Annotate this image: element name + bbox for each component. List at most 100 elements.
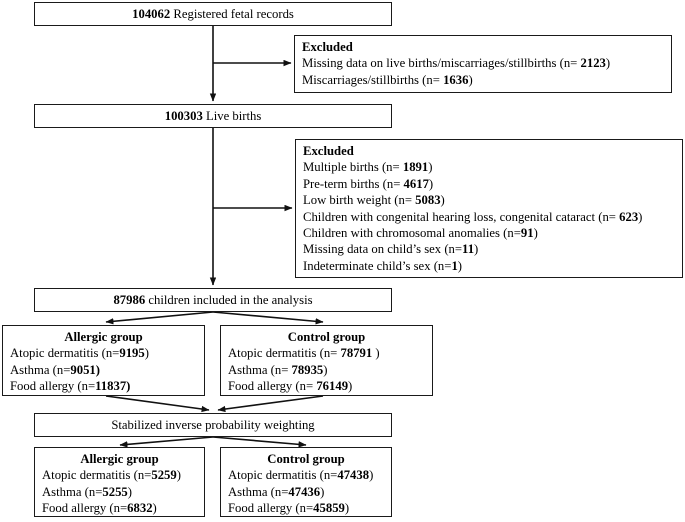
control-group-1-item: Atopic dermatitis (n= 78791 ) bbox=[228, 345, 425, 361]
allergic-group-2-item-value: 5259 bbox=[151, 468, 177, 483]
excluded-2-item-text: Multiple births (n= bbox=[303, 160, 403, 175]
control-group-2-item-value: 47436 bbox=[288, 484, 321, 499]
excluded-1-item-value: 2123 bbox=[580, 56, 606, 71]
control-group-2-item-text: Asthma (n= bbox=[228, 484, 289, 499]
excluded-2-item: Multiple births (n= 1891) bbox=[303, 159, 675, 175]
excluded-2-item-text: Pre-term births (n= bbox=[303, 176, 404, 191]
excluded-1-item-text: Miscarriages/stillbirths (n= bbox=[302, 72, 444, 87]
allergic-group-1-item-suffix: ) bbox=[144, 346, 149, 361]
included-count: 87986 bbox=[113, 293, 146, 307]
excluded-2-item-suffix: ) bbox=[638, 209, 643, 224]
excluded-2-item-text: Indeterminate child’s sex (n= bbox=[303, 258, 452, 273]
excluded-2-item-suffix: ) bbox=[533, 226, 538, 241]
excluded-2-item-suffix: ) bbox=[428, 160, 433, 175]
control-group-1-item-value: 78935 bbox=[291, 362, 324, 377]
allergic-group-2-item: Food allergy (n=6832) bbox=[42, 500, 197, 516]
allergic-group-2-title: Allergic group bbox=[80, 452, 159, 466]
excluded-2-item-value: 5083 bbox=[415, 193, 441, 208]
control-group-2-item: Food allergy (n=45859) bbox=[228, 500, 384, 516]
node-allergic-group-unweighted: Allergic group Atopic dermatitis (n=9195… bbox=[2, 325, 205, 396]
excluded-2-item: Missing data on child’s sex (n=11) bbox=[303, 241, 675, 257]
control-group-2-item: Asthma (n=47436) bbox=[228, 484, 384, 500]
excluded-2-item: Children with congenital hearing loss, c… bbox=[303, 209, 675, 225]
control-group-1-item-text: Atopic dermatitis (n= bbox=[228, 346, 341, 361]
excluded-2-item-value: 1891 bbox=[402, 160, 429, 175]
control-group-1-item-suffix: ) bbox=[323, 362, 328, 377]
allergic-group-1-item-text: Atopic dermatitis (n= bbox=[10, 346, 120, 361]
excluded-2-item-text: Low birth weight (n= bbox=[303, 193, 416, 208]
control-group-1-item: Food allergy (n= 76149) bbox=[228, 378, 425, 394]
control-group-2-item: Atopic dermatitis (n=47438) bbox=[228, 467, 384, 483]
excluded-2-heading: Excluded bbox=[303, 144, 354, 158]
allergic-group-1-item: Asthma (n=9051) bbox=[10, 362, 197, 378]
live-births-label: Live births bbox=[202, 109, 262, 123]
control-group-1-item-value: 78791 bbox=[340, 346, 373, 361]
control-group-2-item-suffix: ) bbox=[344, 501, 350, 516]
allergic-group-2-item-suffix: ) bbox=[152, 501, 157, 516]
allergic-group-1-title: Allergic group bbox=[64, 330, 143, 344]
excluded-1-item-suffix: ) bbox=[468, 72, 473, 87]
control-group-1-item-suffix: ) bbox=[372, 346, 380, 361]
control-group-2-item-value: 47438 bbox=[337, 468, 370, 483]
control-group-2-item-text: Food allergy (n= bbox=[228, 501, 314, 516]
node-control-group-weighted: Control group Atopic dermatitis (n=47438… bbox=[220, 447, 392, 517]
excluded-2-item-text: Children with congenital hearing loss, c… bbox=[303, 209, 620, 224]
allergic-group-1-item-value: 11837) bbox=[95, 379, 131, 394]
registered-label: Registered fetal records bbox=[170, 7, 294, 21]
control-group-1-title: Control group bbox=[287, 330, 366, 344]
allergic-group-2-item-text: Food allergy (n= bbox=[42, 501, 128, 516]
allergic-group-1-item-value: 9195 bbox=[119, 346, 145, 361]
allergic-group-1-item: Food allergy (n=11837) bbox=[10, 378, 197, 394]
excluded-1-item-value: 1636 bbox=[443, 72, 469, 87]
allergic-group-2-item-suffix: ) bbox=[176, 468, 181, 483]
node-allergic-group-weighted: Allergic group Atopic dermatitis (n=5259… bbox=[34, 447, 205, 517]
node-live-births: 100303 Live births bbox=[34, 104, 392, 128]
included-label: children included in the analysis bbox=[145, 293, 313, 307]
excluded-1-item-text: Missing data on live births/miscarriages… bbox=[302, 56, 581, 71]
excluded-2-item-value: 1 bbox=[451, 258, 458, 273]
allergic-group-2-item: Atopic dermatitis (n=5259) bbox=[42, 467, 197, 483]
registered-count: 104062 bbox=[132, 7, 171, 21]
live-births-text: 100303 Live births bbox=[42, 108, 384, 124]
allergic-group-1-item-text: Food allergy (n= bbox=[10, 379, 96, 394]
control-group-2-title: Control group bbox=[267, 452, 345, 466]
weighting-label: Stabilized inverse probability weighting bbox=[111, 418, 315, 432]
allergic-group-2-item-text: Asthma (n= bbox=[42, 484, 103, 499]
node-excluded-2: Excluded Multiple births (n= 1891) Pre-t… bbox=[295, 139, 683, 278]
excluded-2-item: Pre-term births (n= 4617) bbox=[303, 176, 675, 192]
allergic-group-2-item-value: 5255 bbox=[102, 484, 128, 499]
excluded-2-item: Children with chromosomal anomalies (n=9… bbox=[303, 225, 675, 241]
excluded-2-item-value: 4617 bbox=[403, 176, 429, 191]
live-births-count: 100303 bbox=[164, 109, 203, 123]
node-control-group-unweighted: Control group Atopic dermatitis (n= 7879… bbox=[220, 325, 433, 396]
control-group-1-item-text: Asthma (n= bbox=[228, 362, 292, 377]
included-text: 87986 children included in the analysis bbox=[42, 292, 384, 308]
allergic-group-1-item-text: Asthma (n= bbox=[10, 362, 71, 377]
excluded-2-item-suffix: ) bbox=[457, 258, 463, 273]
control-group-1-item-value: 76149 bbox=[316, 379, 349, 394]
allergic-group-2-item: Asthma (n=5255) bbox=[42, 484, 197, 500]
excluded-2-item-suffix: ) bbox=[440, 193, 445, 208]
excluded-2-item-text: Children with chromosomal anomalies (n= bbox=[303, 226, 521, 241]
allergic-group-1-item-value: 9051) bbox=[70, 362, 100, 377]
excluded-2-item: Indeterminate child’s sex (n=1) bbox=[303, 258, 675, 274]
excluded-1-item: Missing data on live births/miscarriages… bbox=[302, 55, 664, 71]
excluded-2-item-value: 623 bbox=[619, 209, 639, 224]
excluded-1-item: Miscarriages/stillbirths (n= 1636) bbox=[302, 72, 664, 88]
excluded-2-item-suffix: ) bbox=[474, 242, 479, 257]
excluded-2-item-value: 11 bbox=[462, 242, 475, 257]
control-group-1-item: Asthma (n= 78935) bbox=[228, 362, 425, 378]
allergic-group-2-item-text: Atopic dermatitis (n= bbox=[42, 468, 152, 483]
excluded-1-heading: Excluded bbox=[302, 40, 353, 54]
allergic-group-2-item-suffix: ) bbox=[127, 484, 132, 499]
excluded-2-item-suffix: ) bbox=[428, 176, 434, 191]
control-group-1-item-text: Food allergy (n= bbox=[228, 379, 317, 394]
control-group-2-item-text: Atopic dermatitis (n= bbox=[228, 468, 338, 483]
node-children-included: 87986 children included in the analysis bbox=[34, 288, 392, 312]
registered-text: 104062 Registered fetal records bbox=[42, 6, 384, 22]
node-stabilized-ipw: Stabilized inverse probability weighting bbox=[34, 413, 392, 437]
excluded-2-item-text: Missing data on child’s sex (n= bbox=[303, 242, 463, 257]
control-group-1-item-suffix: ) bbox=[348, 379, 353, 394]
node-excluded-1: Excluded Missing data on live births/mis… bbox=[294, 35, 672, 93]
